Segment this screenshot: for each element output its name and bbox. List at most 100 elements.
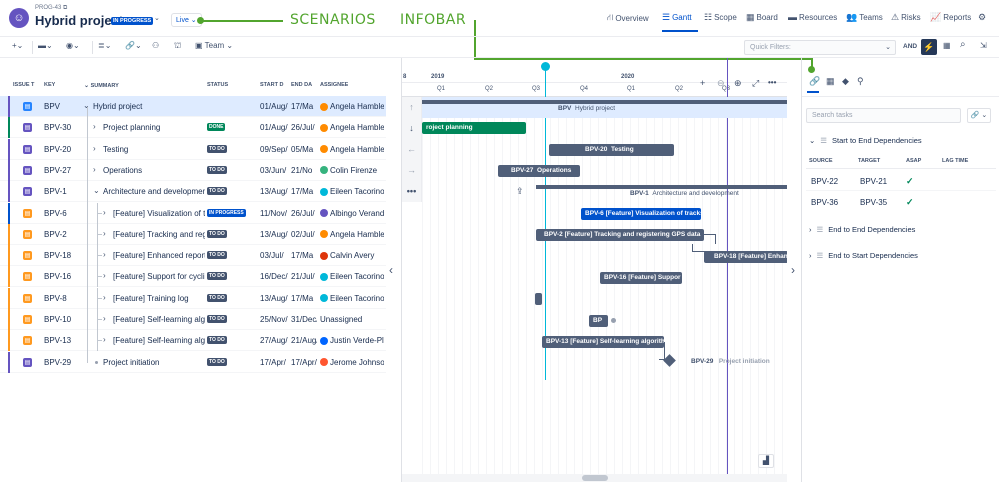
status-badge[interactable]: TO DO xyxy=(207,357,227,366)
section-start-to-end[interactable]: ⌄☰Start to End Dependencies xyxy=(809,136,922,145)
start-date[interactable]: 09/Sep/ xyxy=(260,144,288,154)
tab-board[interactable]: ▦Board xyxy=(746,12,778,22)
issue-summary[interactable]: Architecture and development xyxy=(103,187,205,197)
fullscreen-icon[interactable]: ⤢ xyxy=(752,78,760,88)
issue-summary[interactable]: [Feature] Self-learning algor xyxy=(113,315,205,324)
section-end-to-end[interactable]: ›☰End to End Dependencies xyxy=(809,225,916,234)
outdent-icon[interactable]: ← xyxy=(407,144,416,154)
issue-summary[interactable]: [Feature] Enhanced reportin xyxy=(113,251,205,261)
end-date[interactable]: 17/Ma xyxy=(291,293,314,303)
status-badge[interactable]: TO DO xyxy=(207,251,227,260)
issue-key[interactable]: BPV-13 xyxy=(44,336,72,346)
gantt-bar-bpv-6[interactable]: BPV-6 [Feature] Visualization of tracks xyxy=(581,208,701,220)
add-link-button[interactable]: 🔗 ⌄ xyxy=(967,108,991,123)
issue-key[interactable]: BPV-2 xyxy=(44,229,67,239)
issue-summary[interactable]: [Feature] Support for cycling xyxy=(113,272,205,282)
collapse-icon[interactable]: ⇲ xyxy=(980,41,987,50)
status-badge[interactable]: TO DO xyxy=(207,315,227,323)
settings-button[interactable]: ⚙ xyxy=(978,12,986,23)
status-badge[interactable]: TO DO xyxy=(207,336,227,345)
tab-resources[interactable]: ▬Resources xyxy=(788,12,838,22)
calendar-tab-icon[interactable]: ▦ xyxy=(826,76,835,86)
columns-menu-button[interactable]: ≣⌄ xyxy=(98,41,112,50)
quick-filters-input[interactable]: Quick Filters:⌄ xyxy=(744,40,896,55)
start-date[interactable]: 25/Nov/ xyxy=(260,315,288,324)
project-menu-caret-icon[interactable]: ⌄ xyxy=(154,15,160,22)
assignee[interactable]: Eileen Tacorino xyxy=(320,294,384,303)
status-badge[interactable]: TO DO xyxy=(207,293,227,302)
start-date[interactable]: 17/Apr/ xyxy=(260,357,286,367)
search-icon[interactable]: ⌕ xyxy=(960,39,966,50)
issue-key[interactable]: BPV-20 xyxy=(44,144,72,154)
dep-target[interactable]: BPV-35 xyxy=(860,198,888,207)
expand-chevron-icon[interactable]: › xyxy=(103,228,106,238)
collapse-table-icon[interactable]: ‹ xyxy=(389,263,393,277)
people-icon[interactable]: ⚇ xyxy=(152,41,160,50)
status-badge[interactable]: TO DO xyxy=(207,229,227,238)
start-date[interactable]: 03/Jun/ xyxy=(260,165,287,175)
start-date[interactable]: 16/Dec/ xyxy=(260,272,288,282)
hierarchy-icon[interactable]: ⛫ xyxy=(174,41,182,50)
start-date[interactable]: 13/Aug/ xyxy=(260,293,288,303)
project-avatar[interactable]: ☺ xyxy=(9,8,29,28)
status-badge[interactable]: DONE xyxy=(207,123,226,132)
expand-chevron-icon[interactable]: › xyxy=(103,271,106,281)
end-date[interactable]: 17/Ma xyxy=(291,102,314,111)
more-icon[interactable]: ••• xyxy=(768,78,777,87)
start-date[interactable]: 13/Aug/ xyxy=(260,187,288,197)
start-date[interactable]: 01/Aug/ xyxy=(260,123,288,133)
end-date[interactable]: 17/Apr/ xyxy=(291,357,317,367)
assignee[interactable]: Angela Hambleton xyxy=(320,123,384,132)
end-date[interactable]: 21/Aug/ xyxy=(291,336,317,346)
expand-chevron-icon[interactable]: › xyxy=(103,314,106,323)
search-tasks-input[interactable]: Search tasks xyxy=(806,108,961,123)
assignee[interactable]: Jerome Johnson xyxy=(320,358,384,367)
column-end-date[interactable]: END DA xyxy=(291,82,313,88)
gantt-bar-bpv-18[interactable]: BPV-18 [Feature] Enhanced xyxy=(704,251,787,263)
assignee[interactable]: Angela Hambleton xyxy=(320,102,384,111)
gantt-bar-bpv-8[interactable] xyxy=(535,293,542,305)
indent-icon[interactable]: → xyxy=(407,165,416,175)
folder-menu-button[interactable]: ▬⌄ xyxy=(38,41,53,50)
gantt-bar-bpv-10[interactable]: BP xyxy=(589,315,608,327)
status-badge[interactable]: TO DO xyxy=(207,187,227,196)
assignee[interactable]: Angela Hambleton xyxy=(320,145,384,154)
assignee[interactable]: Calvin Avery xyxy=(320,251,384,260)
start-date[interactable]: 03/Jul/ xyxy=(260,251,284,261)
move-up-icon[interactable]: ↑ xyxy=(409,102,414,112)
assignee[interactable]: Eileen Tacorino xyxy=(320,272,384,281)
tab-scope[interactable]: ☷Scope xyxy=(704,12,737,22)
team-selector[interactable]: ▣ Team ⌄ xyxy=(195,41,234,50)
end-date[interactable]: 05/Ma xyxy=(291,144,314,154)
issue-key[interactable]: BPV-1 xyxy=(44,187,67,197)
gantt-bar-bpv-13[interactable]: BPV-13 [Feature] Self-learning algoriths xyxy=(542,336,664,348)
issue-key[interactable]: BPV xyxy=(44,102,61,111)
assignee[interactable]: Colin Firenze xyxy=(320,166,384,175)
start-date[interactable]: 13/Aug/ xyxy=(260,229,288,239)
issue-key[interactable]: BPV-16 xyxy=(44,272,72,282)
start-date[interactable]: 01/Aug/ xyxy=(260,102,288,111)
issue-key[interactable]: BPV-18 xyxy=(44,251,72,261)
scrollbar-thumb[interactable] xyxy=(582,475,608,481)
issue-summary[interactable]: [Feature] Self-learning algor xyxy=(113,336,205,346)
expand-chevron-icon[interactable]: ⌄ xyxy=(83,101,90,110)
upload-icon[interactable]: ⇪ xyxy=(516,186,524,196)
move-down-icon[interactable]: ↓ xyxy=(409,123,414,133)
issue-key[interactable]: BPV-6 xyxy=(44,208,67,218)
more-icon[interactable]: ••• xyxy=(406,186,417,196)
zoom-in-icon[interactable]: ⊕ xyxy=(734,78,742,88)
gantt-bar-bpv-30[interactable]: roject planning xyxy=(422,122,526,134)
end-date[interactable]: 31/Dec/ xyxy=(291,315,317,324)
column-assignee[interactable]: ASSIGNEE xyxy=(320,82,349,88)
bolt-icon[interactable]: ⚡ xyxy=(921,39,937,55)
status-badge[interactable]: TO DO xyxy=(207,272,227,281)
collapse-infobar-icon[interactable]: › xyxy=(791,263,795,277)
column-start-date[interactable]: START D xyxy=(260,82,284,88)
